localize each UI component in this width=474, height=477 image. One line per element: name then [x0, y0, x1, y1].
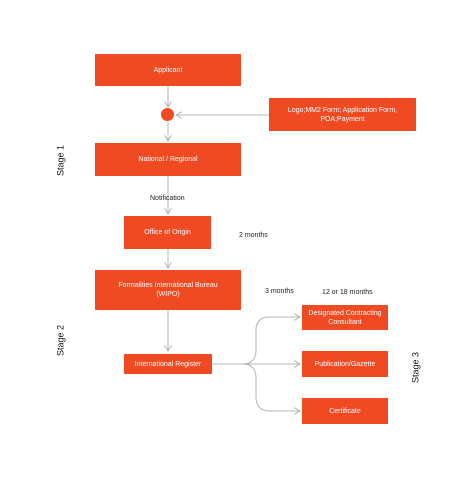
- three-months-label: 3 months: [265, 288, 294, 295]
- notification-label: Notification: [150, 195, 185, 202]
- stage-2-label: Stage 2: [55, 324, 66, 357]
- certificate-box: Certificate: [302, 398, 388, 424]
- documents-box: Logo;MM2 Form; Application Form, POA;Pay…: [269, 98, 416, 131]
- stage-1-label: Stage 1: [55, 144, 66, 177]
- branch-to-certificate: [212, 363, 300, 411]
- international-register-box: International Register: [124, 354, 212, 374]
- branch-to-consultant: [212, 317, 300, 365]
- stage-3-label: Stage 3: [410, 351, 421, 384]
- applicant-box: Applicant: [95, 54, 241, 86]
- designated-consultant-box: Designated Contracting Consultant: [302, 305, 388, 330]
- national-regional-box: National / Regional: [95, 143, 241, 176]
- two-months-label: 2 months: [239, 232, 268, 239]
- junction-dot: [161, 108, 174, 121]
- twelve-or-eighteen-months-label: 12 or 18 months: [322, 289, 373, 296]
- office-of-origin-box: Office of Origin: [124, 216, 211, 249]
- formalities-bureau-box: Formalities International Bureau (WIPO): [95, 270, 241, 310]
- publication-gazette-box: Publication/Gazette: [302, 351, 388, 377]
